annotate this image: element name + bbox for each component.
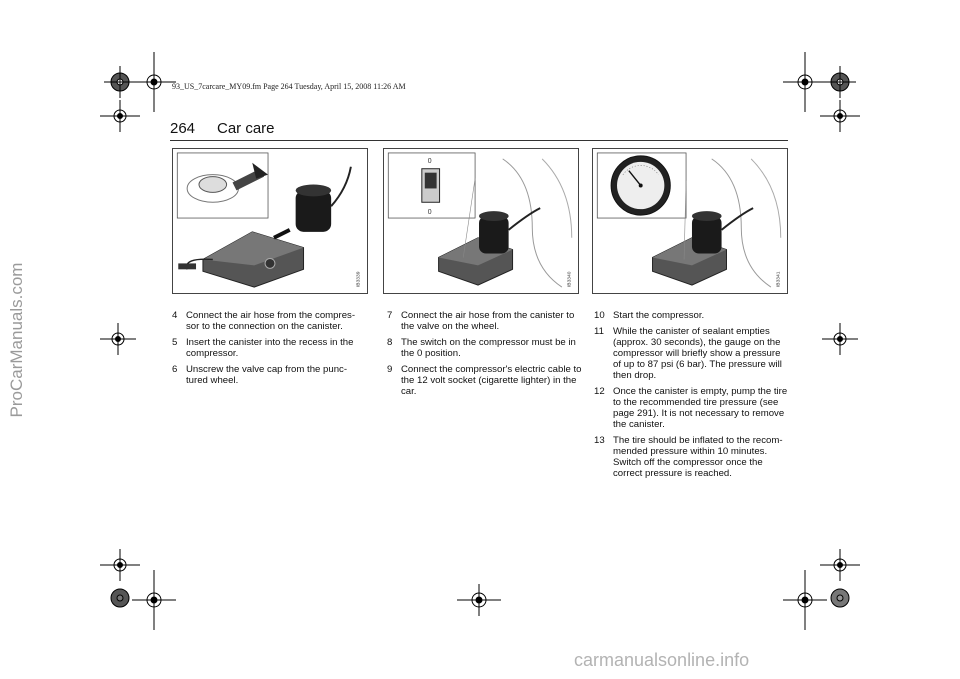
crosshair-mark xyxy=(132,52,176,112)
step-number: 9 xyxy=(387,364,393,375)
crosshair-mark xyxy=(822,323,858,355)
step-text: The switch on the compressor must be in … xyxy=(401,337,576,359)
steps-column-2: 7 Connect the air hose from the canister … xyxy=(387,310,582,402)
crosshair-mark xyxy=(820,549,860,581)
step-number: 10 xyxy=(594,310,605,321)
step-item: 10 Start the compressor. xyxy=(594,310,789,321)
step-number: 4 xyxy=(172,310,178,321)
step-number: 7 xyxy=(387,310,393,321)
crosshair-mark xyxy=(824,66,856,98)
switch-off-label: 0 xyxy=(428,209,432,216)
canister-icon xyxy=(479,216,509,254)
step-text: While the canister of sealant empties (a… xyxy=(613,326,782,381)
step-text: Connect the air hose from the compres-so… xyxy=(186,310,356,332)
step-item: 4 Connect the air hose from the compres-s… xyxy=(172,310,367,332)
step-text: The tire should be inflated to the recom… xyxy=(613,435,783,479)
step-item: 12 Once the canister is empty, pump the t… xyxy=(594,386,789,430)
watermark-left: ProCarManuals.com xyxy=(4,240,30,440)
crosshair-mark xyxy=(830,588,850,608)
step-item: 11 While the canister of sealant empties … xyxy=(594,326,789,381)
step-item: 9 Connect the compressor's electric cable… xyxy=(387,364,582,397)
switch-illustration: 0 0 IB3340 xyxy=(387,152,573,288)
page-number: 264 xyxy=(170,120,196,137)
figure-compressor-canister: IB3339 xyxy=(172,148,368,294)
step-text: Unscrew the valve cap from the punc-ture… xyxy=(186,364,348,386)
canister-icon xyxy=(691,216,722,254)
watermark-left-text: ProCarManuals.com xyxy=(7,262,26,418)
figure-code: IB3341 xyxy=(776,271,782,287)
crosshair-mark xyxy=(100,549,140,581)
step-text: Start the compressor. xyxy=(613,310,705,321)
crosshair-mark xyxy=(820,100,860,132)
crosshair-mark xyxy=(783,570,827,630)
switch-on-label: 0 xyxy=(428,158,432,165)
step-text: Insert the canister into the recess in t… xyxy=(186,337,354,359)
figure-switch: 0 0 IB3340 xyxy=(383,148,579,294)
crosshair-mark xyxy=(100,323,136,355)
step-item: 7 Connect the air hose from the canister … xyxy=(387,310,582,332)
watermark-bottom: carmanualsonline.info xyxy=(574,650,750,670)
file-header: 93_US_7carcare_MY09.fm Page 264 Tuesday,… xyxy=(172,82,406,91)
gauge-illustration: IB3341 xyxy=(596,152,782,288)
compressor-canister-illustration: IB3339 xyxy=(176,152,362,288)
step-item: 6 Unscrew the valve cap from the punc-tur… xyxy=(172,364,367,386)
step-item: 13 The tire should be inflated to the rec… xyxy=(594,435,789,479)
figure-code: IB3340 xyxy=(567,271,573,287)
step-number: 11 xyxy=(594,326,604,337)
steps-column-3: 10 Start the compressor. 11 While the cani… xyxy=(594,310,789,484)
canister-icon xyxy=(295,190,332,232)
step-item: 8 The switch on the compressor must be in… xyxy=(387,337,582,359)
crosshair-mark xyxy=(104,66,136,98)
step-number: 13 xyxy=(594,435,605,446)
step-number: 6 xyxy=(172,364,178,375)
step-text: Once the canister is empty, pump the tir… xyxy=(613,386,788,430)
header-rule xyxy=(170,140,788,141)
step-text: Connect the compressor's electric cable … xyxy=(401,364,582,397)
figure-code: IB3339 xyxy=(356,271,362,287)
step-number: 8 xyxy=(387,337,393,348)
steps-column-1: 4 Connect the air hose from the compres-s… xyxy=(172,310,367,391)
crosshair-mark xyxy=(132,570,176,630)
step-item: 5 Insert the canister into the recess in … xyxy=(172,337,367,359)
step-number: 5 xyxy=(172,337,178,348)
crosshair-mark xyxy=(100,100,140,132)
crosshair-mark xyxy=(110,588,130,608)
crosshair-mark xyxy=(783,52,827,112)
figure-pressure-gauge: IB3341 xyxy=(592,148,788,294)
step-number: 12 xyxy=(594,386,605,397)
step-text: Connect the air hose from the canister t… xyxy=(401,310,575,332)
crosshair-mark xyxy=(457,584,501,616)
section-title: Car care xyxy=(217,120,275,137)
